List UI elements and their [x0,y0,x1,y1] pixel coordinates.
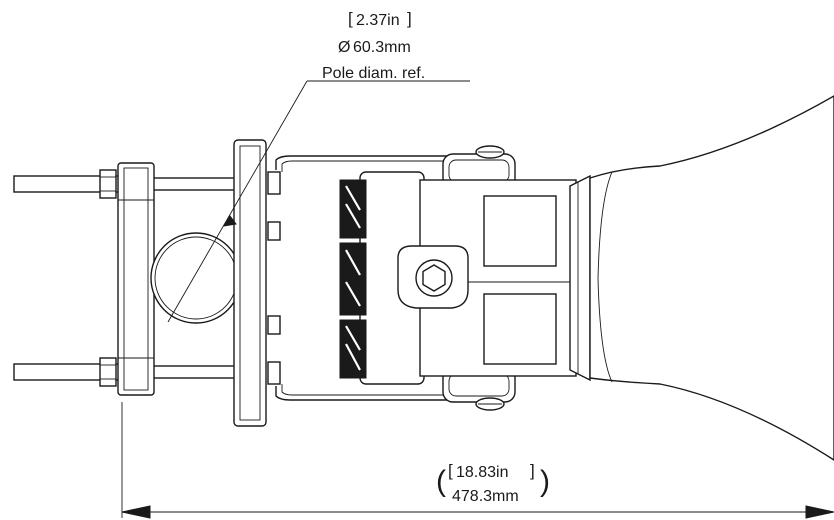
dimension-arrow-right [805,505,834,519]
length-metric-text: 478.3mm [452,488,519,505]
length-bracket-open: [ [448,461,453,480]
rib-block-1 [339,179,367,239]
horn-body [589,95,834,461]
pole-note-text: Pole diam. ref. [322,65,425,82]
neck-collar [569,174,591,382]
housing-window-top [483,195,557,267]
bracket-arm-top [275,155,470,170]
pole-imperial-text: 2.37in [356,12,400,29]
neck-connector [569,174,591,382]
rear-clamp-plate [117,162,155,396]
center-hex-bracket [397,245,469,309]
rib-block-3 [339,319,367,379]
leader-arrowhead [223,215,237,227]
flange-bolt-3 [267,315,281,335]
front-flange-plate [233,139,281,427]
length-bracket-close: ] [530,461,535,480]
pole-bracket-open: [ [348,9,353,28]
length-imperial-text: 18.83in [456,464,509,481]
pole-outer-circle [150,232,242,324]
housing-window-bottom [483,293,557,365]
pole-leader [167,80,470,323]
hex-socket [422,264,446,292]
clamp-plate-outer [117,162,155,396]
pole-section [150,232,242,324]
flange-bolt-4 [267,361,281,385]
pole-dimension-label: [ 2.37in ] Ø 60.3mm Pole diam. ref. [322,9,425,82]
pole-metric-text: 60.3mm [353,39,411,56]
upper-rod-right [149,177,239,191]
length-paren-close: ) [540,465,550,498]
upper-nut [99,169,117,199]
horn-rim [597,171,613,383]
flange-bolt-2 [267,221,281,241]
diameter-symbol: Ø [338,39,350,56]
ribbed-grip [339,179,367,379]
rib-block-2 [339,242,367,316]
flange-bolt-1 [267,171,281,195]
pole-bracket-close: ] [407,9,412,28]
dimension-arrow-left [121,505,151,519]
leader-line [167,80,308,323]
flange-plate-outer [233,139,267,427]
length-dimension-label: ( [ 18.83in ] 478.3mm ) [436,461,550,505]
lower-nut [99,357,117,387]
length-dimension-line [121,402,834,519]
bracket-arm-bottom [275,386,470,401]
bracket-arm [275,155,470,401]
length-paren-open: ( [436,465,446,498]
horn-outline [589,95,834,461]
lower-rod-right [149,365,239,379]
